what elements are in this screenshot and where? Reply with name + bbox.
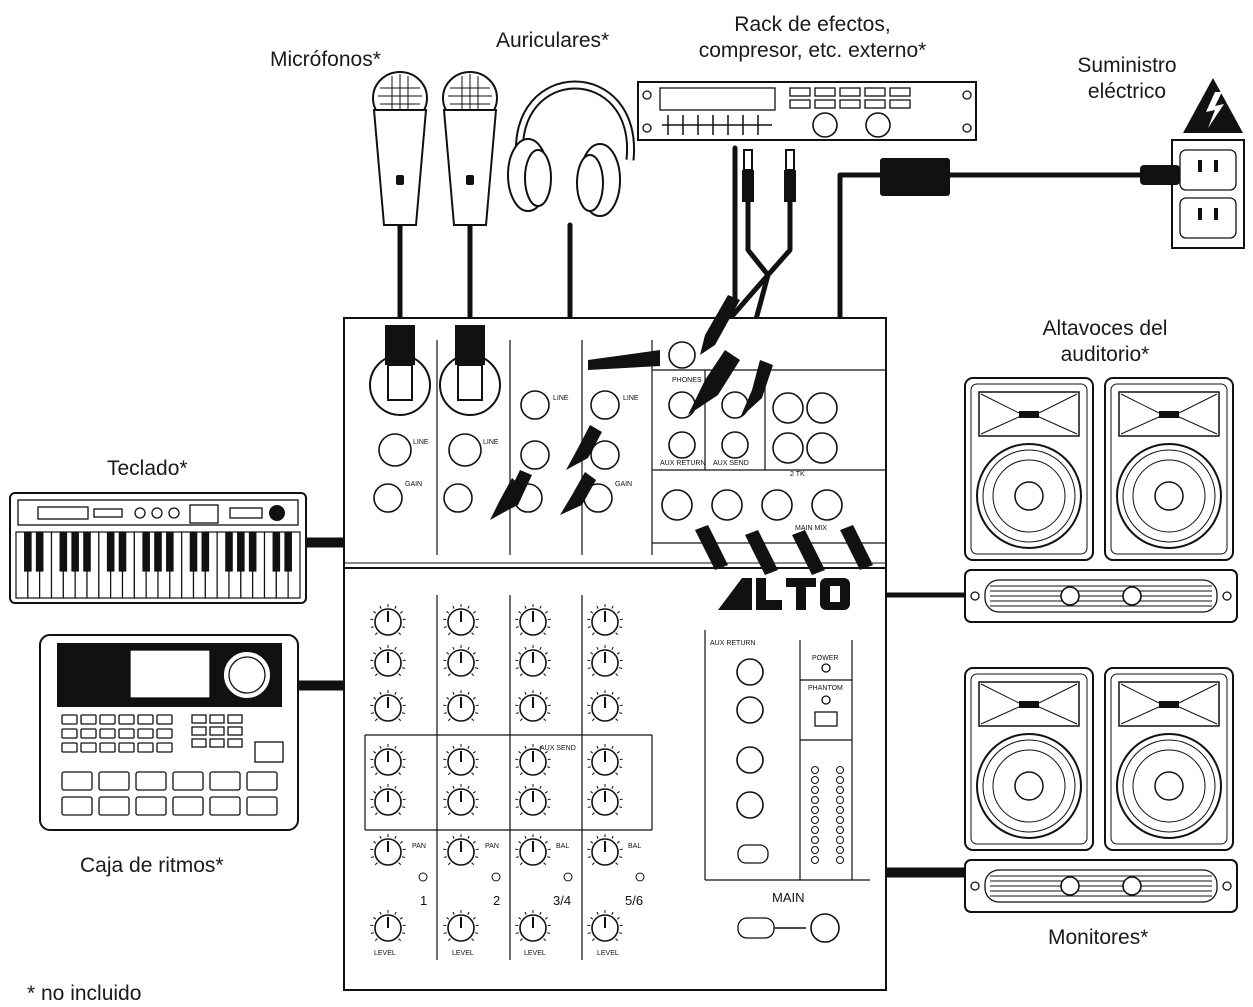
speakers-label-line1: Altavoces del (1020, 316, 1190, 342)
footnote: * no incluido (27, 981, 141, 1007)
power-label-line2: eléctrico (1062, 79, 1192, 105)
headphones-label: Auriculares* (496, 28, 609, 54)
channel-5-6-number: 5/6 (625, 893, 643, 908)
level-2-label: LEVEL (452, 950, 474, 957)
aux-return-lower-label: AUX RETURN (710, 640, 756, 647)
rack-label-line2: compresor, etc. externo* (670, 38, 955, 64)
speakers-label-line2: auditorio* (1020, 342, 1190, 368)
phantom-label: PHANTOM (808, 685, 843, 692)
power-cable-mixer (840, 175, 880, 318)
level-4-label: LEVEL (597, 950, 619, 957)
monitors-label: Monitores* (1048, 925, 1148, 951)
phones-label: PHONES (672, 377, 702, 384)
audience-speakers (965, 378, 1233, 560)
phones-jack (669, 342, 695, 368)
line-2-label: LINE (483, 439, 499, 446)
mixer: LINE LINE LINE LINE GAIN GAIN PHONES AUX… (344, 295, 886, 990)
aux-return-label: AUX RETURN (660, 460, 706, 467)
aux-send-label: AUX SEND (713, 460, 749, 467)
microphone-1 (373, 72, 427, 225)
bal-4-label: BAL (628, 843, 641, 850)
power-supply-label: Suministro eléctrico (1062, 53, 1192, 106)
pan-1-label: PAN (412, 843, 426, 850)
two-tk-label: 2 TK (790, 471, 805, 478)
brand-text: ALTO (718, 620, 736, 627)
channel-1-number: 1 (420, 893, 427, 908)
level-1-label: LEVEL (374, 950, 396, 957)
rack-label-line1: Rack de efectos, (670, 12, 955, 38)
power-label: POWER (812, 655, 838, 662)
rack-label: Rack de efectos, compresor, etc. externo… (670, 12, 955, 65)
main-mix-label: MAIN MIX (795, 525, 827, 532)
keyboard-keys (16, 532, 300, 598)
keyboard-label: Teclado* (107, 456, 188, 482)
main-label: MAIN (772, 890, 805, 905)
amplifier-2 (965, 860, 1237, 912)
audience-speakers-label: Altavoces del auditorio* (1020, 316, 1190, 369)
line-4-label: LINE (623, 395, 639, 402)
keyboard (10, 493, 306, 603)
drum-machine-label: Caja de ritmos* (80, 853, 224, 879)
channel-3-4-number: 3/4 (553, 893, 571, 908)
microphone-2 (443, 72, 497, 225)
drum-machine (40, 635, 298, 830)
gain-4-label: GAIN (615, 481, 632, 488)
headphones (508, 85, 631, 216)
power-adapter (880, 158, 950, 196)
power-label-line1: Suministro (1062, 53, 1192, 79)
aux-send-ch-label: AUX SEND (540, 745, 576, 752)
line-1-label: LINE (413, 439, 429, 446)
line-3-label: LINE (553, 395, 569, 402)
level-3-label: LEVEL (524, 950, 546, 957)
pan-2-label: PAN (485, 843, 499, 850)
bal-3-label: BAL (556, 843, 569, 850)
channel-2-number: 2 (493, 893, 500, 908)
monitor-speakers (965, 668, 1233, 850)
amplifier-1 (965, 570, 1237, 622)
gain-1-label: GAIN (405, 481, 422, 488)
microphones-label: Micrófonos* (270, 47, 381, 73)
